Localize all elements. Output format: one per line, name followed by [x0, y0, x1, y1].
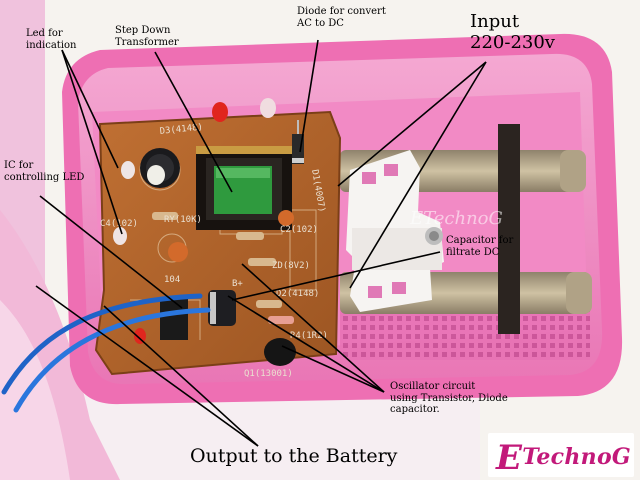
label-input: Input 220-230v — [470, 11, 555, 53]
annotation-arrows — [35, 39, 487, 447]
label-oscillator: Oscillator circuit using Transistor, Dio… — [390, 381, 508, 415]
svg-text:104: 104 — [164, 275, 180, 285]
svg-text:RY(10K): RY(10K) — [164, 215, 202, 225]
ic-and-transistor — [160, 298, 296, 366]
label-output: Output to the Battery — [190, 445, 398, 467]
resistors — [152, 212, 294, 324]
label-capacitor: Capacitor for filtrate DC — [446, 235, 514, 258]
svg-text:D3(4148): D3(4148) — [159, 123, 203, 137]
svg-text:C2(102): C2(102) — [280, 225, 318, 235]
logo-wordmark: TechnoG — [522, 444, 632, 470]
label-ic: IC for controlling LED — [4, 160, 85, 183]
white-plug-holder — [346, 150, 444, 312]
svg-text:Q1(13001): Q1(13001) — [244, 369, 293, 379]
etechnog-logo: ETechnoG — [488, 433, 634, 478]
leds — [113, 98, 276, 344]
svg-text:R4(1R2): R4(1R2) — [290, 331, 328, 341]
watermark-text: ETechnoG — [409, 208, 503, 229]
capacitors — [140, 148, 294, 326]
svg-text:ZD(8V2): ZD(8V2) — [272, 261, 310, 271]
logo-initial: E — [496, 438, 523, 478]
svg-text:B+: B+ — [232, 279, 243, 289]
label-led: Led for indication — [26, 28, 77, 51]
label-transformer: Step Down Transformer — [115, 25, 179, 48]
blue-wires — [1, 293, 211, 413]
step-down-transformer — [196, 146, 292, 230]
label-diode: Diode for convert AC to DC — [297, 6, 386, 29]
svg-text:D2(4148): D2(4148) — [276, 289, 319, 299]
